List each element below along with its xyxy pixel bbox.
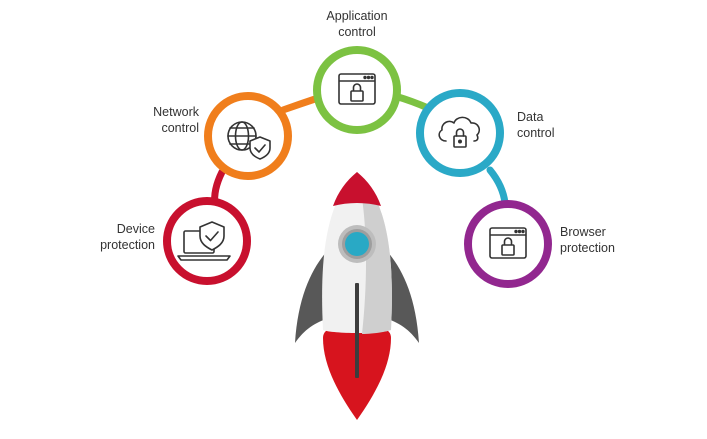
label-network-line-2: control xyxy=(161,121,199,135)
label-browser-line-1: Browser xyxy=(560,225,606,239)
node-data xyxy=(416,89,504,177)
label-device: Device protection xyxy=(80,221,155,253)
label-data-line-2: control xyxy=(517,126,555,140)
label-network: Network control xyxy=(128,104,199,136)
node-ring-data xyxy=(416,89,504,177)
connector-network-application xyxy=(279,94,322,114)
rocket-fin-right xyxy=(384,250,419,343)
label-data: Data control xyxy=(517,109,587,141)
rocket-fin-left xyxy=(295,250,330,343)
label-application-line-1: Application xyxy=(326,9,388,23)
label-browser: Browser protection xyxy=(560,224,640,256)
label-data-line-1: Data xyxy=(517,110,544,124)
node-browser xyxy=(464,200,552,288)
window-lock-icon xyxy=(338,73,376,105)
rocket-porthole xyxy=(345,232,369,256)
rocket-center-fin xyxy=(355,283,359,378)
globe-shield-icon xyxy=(227,121,271,160)
label-device-line-1: Device xyxy=(116,222,155,236)
label-application: Application control xyxy=(312,8,402,40)
label-application-line-2: control xyxy=(338,25,376,39)
node-network xyxy=(204,92,292,180)
node-ring-browser xyxy=(464,200,552,288)
rocket-body-shade xyxy=(357,172,392,334)
label-device-line-2: protection xyxy=(100,238,155,252)
browser-lock-icon xyxy=(489,227,527,259)
label-network-line-1: Network xyxy=(153,105,199,119)
node-ring-application xyxy=(313,46,401,134)
label-browser-line-2: protection xyxy=(560,241,615,255)
cloud-lock-icon xyxy=(438,116,480,148)
connector-data-browser xyxy=(486,166,509,207)
node-application xyxy=(313,46,401,134)
rocket-nose xyxy=(333,172,381,206)
node-device xyxy=(163,197,251,285)
laptop-shield-icon xyxy=(177,221,231,261)
rocket-icon xyxy=(295,172,419,420)
